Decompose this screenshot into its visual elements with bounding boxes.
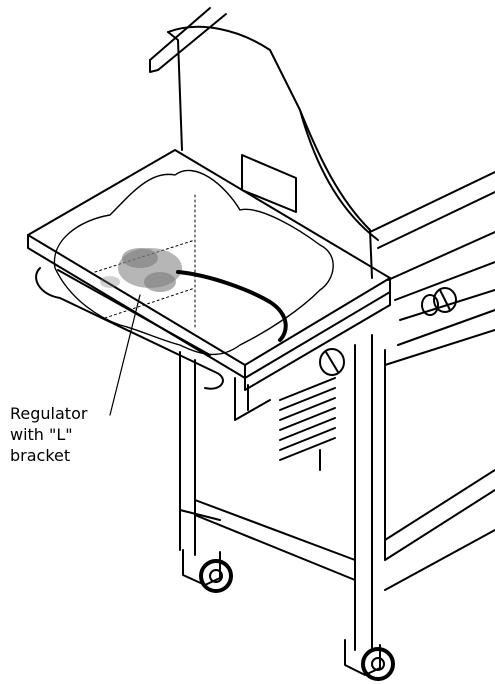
- regulator-callout-label: Regulator with "L" bracket: [10, 403, 87, 466]
- shelf-brackets: [234, 377, 271, 421]
- callout-line-2: with "L": [10, 425, 73, 444]
- inner-bracket: [241, 154, 297, 213]
- side-panel: [167, 25, 379, 279]
- callout-line-1: Regulator: [10, 404, 88, 423]
- grill-body: [369, 171, 495, 366]
- lower-frame: [194, 469, 495, 591]
- gas-hose: [176, 270, 288, 342]
- right-caster: [344, 639, 395, 681]
- callout-leader: [109, 294, 141, 416]
- left-leg: [179, 351, 221, 556]
- control-knob-front: [319, 348, 345, 376]
- regulator-shading: [100, 248, 182, 292]
- right-leg: [354, 334, 386, 651]
- left-caster: [182, 549, 233, 593]
- cover-bag: [53, 169, 334, 356]
- control-knob-side: [421, 287, 457, 316]
- vent-slats: [279, 377, 336, 471]
- lid-outline: [149, 7, 227, 73]
- front-handle: [35, 267, 224, 390]
- callout-line-3: bracket: [10, 446, 71, 465]
- side-shelf: [27, 149, 391, 391]
